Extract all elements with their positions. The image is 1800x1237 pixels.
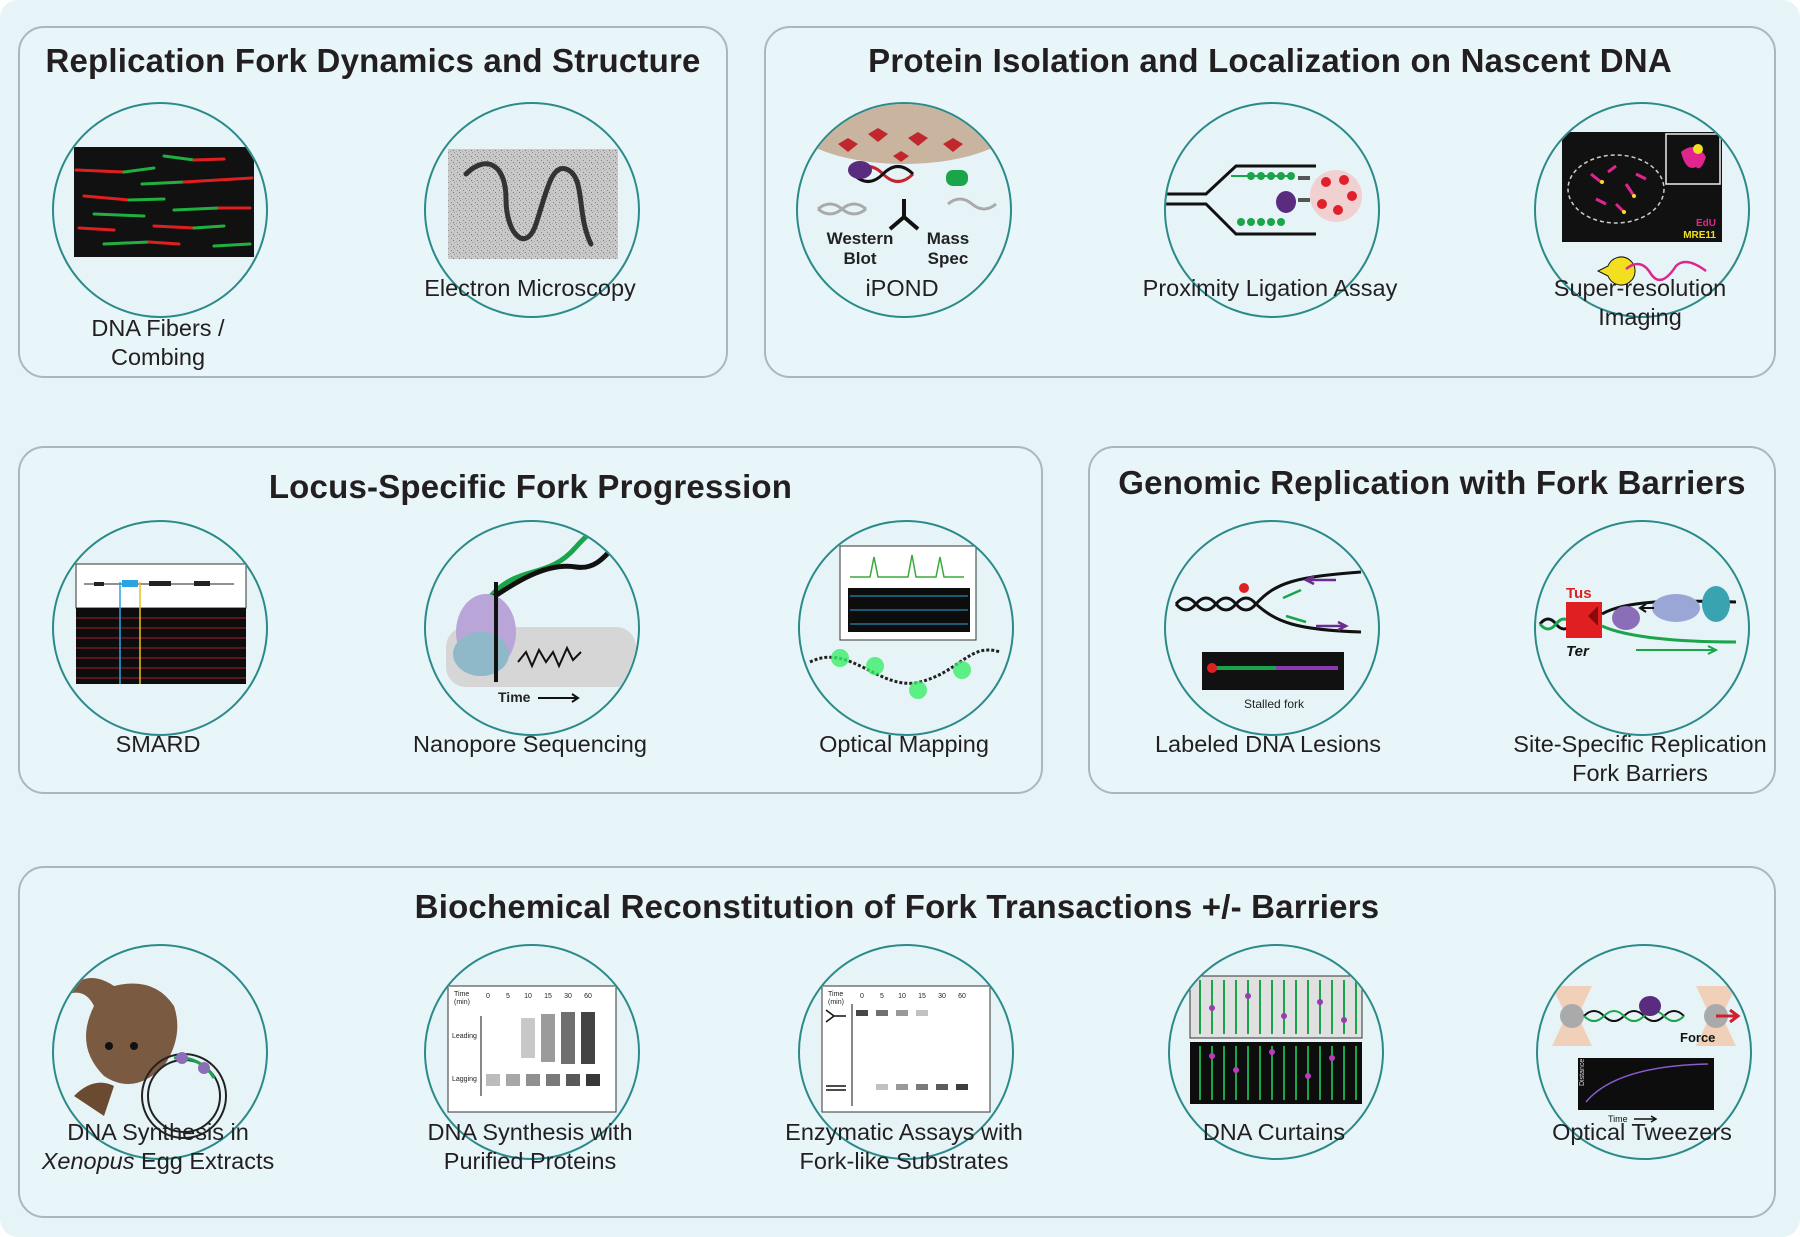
caption-pla: Proximity Ligation Assay <box>1142 275 1398 301</box>
caption-purified-proteins: DNA Synthesis with Purified Proteins <box>427 1119 633 1174</box>
panel-protein-isolation: Protein Isolation and Localization on Na… <box>764 26 1776 378</box>
caption-dna-curtains: DNA Curtains <box>1202 1119 1346 1145</box>
fork-barriers-illustration: Tus Ter <box>1534 520 1750 736</box>
electron-microscopy-illustration <box>424 102 640 318</box>
time-label: Time <box>1608 1114 1628 1124</box>
leading-label: Leading <box>452 1033 477 1040</box>
panel-title: Locus-Specific Fork Progression <box>268 468 793 505</box>
caption-xenopus: DNA Synthesis in Xenopus Egg Extracts <box>41 1119 275 1174</box>
edu-label: EdU <box>1696 218 1716 229</box>
dna-curtains-illustration <box>1168 944 1384 1160</box>
dna-fibers-illustration <box>52 102 268 318</box>
super-resolution-illustration: EdU MRE11 <box>1534 102 1750 318</box>
time-label: Time <box>828 991 843 998</box>
panel-title: Replication Fork Dynamics and Structure <box>45 42 701 79</box>
caption-super-resolution: Super-resolution Imaging <box>1553 275 1727 330</box>
optical-tweezers-illustration: Force Distance Time <box>1536 944 1752 1160</box>
caption-nanopore: Nanopore Sequencing <box>413 731 647 757</box>
time-label: Time <box>454 991 469 998</box>
panel-genomic-barriers: Genomic Replication with Fork Barriers S… <box>1088 446 1776 794</box>
caption-ipond: iPOND <box>865 275 939 301</box>
tick-label: 5 <box>880 993 884 1000</box>
enzymatic-assays-illustration: Time (min) 0 5 10 15 30 60 <box>798 944 1014 1160</box>
panel-title: Genomic Replication with Fork Barriers <box>1118 464 1746 501</box>
lagging-label: Lagging <box>452 1076 477 1083</box>
caption-dna-fibers: DNA Fibers / Combing <box>91 315 225 370</box>
caption-smard: SMARD <box>115 731 201 757</box>
tick-label: 10 <box>898 993 906 1000</box>
panel-locus-specific: Locus-Specific Fork Progression SMARD <box>18 446 1043 794</box>
caption-labeled-lesions: Labeled DNA Lesions <box>1154 731 1381 757</box>
spec-label: Spec <box>928 249 969 268</box>
optical-mapping-illustration <box>798 520 1014 736</box>
mass-label: Mass <box>927 229 970 248</box>
tick-label: 0 <box>486 993 490 1000</box>
force-label: Force <box>1680 1030 1715 1045</box>
tick-label: 60 <box>584 993 592 1000</box>
caption-fork-barriers: Site-Specific Replication Fork Barriers <box>1513 731 1767 786</box>
time-unit: (min) <box>828 999 844 1006</box>
stalled-fork-label: Stalled fork <box>1244 697 1305 711</box>
caption-enzymatic-assays: Enzymatic Assays with Fork-like Substrat… <box>785 1119 1023 1174</box>
tick-label: 30 <box>938 993 946 1000</box>
tick-label: 30 <box>564 993 572 1000</box>
tick-label: 0 <box>860 993 864 1000</box>
labeled-lesions-illustration: Stalled fork <box>1164 520 1380 736</box>
pla-illustration <box>1164 102 1380 318</box>
tick-label: 10 <box>524 993 532 1000</box>
ipond-illustration: Western Blot Mass Spec <box>796 102 1012 318</box>
panel-title: Protein Isolation and Localization on Na… <box>868 42 1672 79</box>
tick-label: 5 <box>506 993 510 1000</box>
xenopus-illustration <box>52 944 268 1160</box>
panel-biochemical: Biochemical Reconstitution of Fork Trans… <box>18 866 1776 1218</box>
western-label: Western <box>827 229 894 248</box>
tick-label: 15 <box>918 993 926 1000</box>
caption-optical-mapping: Optical Mapping <box>819 731 989 757</box>
panel-fork-dynamics: Replication Fork Dynamics and Structure <box>18 26 728 378</box>
tick-label: 60 <box>958 993 966 1000</box>
tick-label: 15 <box>544 993 552 1000</box>
time-unit: (min) <box>454 999 470 1006</box>
blot-label: Blot <box>843 249 876 268</box>
tus-label: Tus <box>1566 585 1592 602</box>
panel-title: Biochemical Reconstitution of Fork Trans… <box>414 888 1380 925</box>
caption-optical-tweezers: Optical Tweezers <box>1552 1119 1732 1145</box>
nanopore-illustration: Time <box>424 520 640 736</box>
time-label: Time <box>498 689 531 705</box>
smard-illustration <box>52 520 268 736</box>
ter-label: Ter <box>1566 643 1590 660</box>
purified-proteins-illustration: Time (min) 0 5 10 15 30 60 Leading Laggi… <box>424 944 640 1160</box>
distance-label: Distance <box>1579 1059 1586 1086</box>
caption-electron-microscopy: Electron Microscopy <box>424 275 636 301</box>
mre11-label: MRE11 <box>1683 230 1716 241</box>
